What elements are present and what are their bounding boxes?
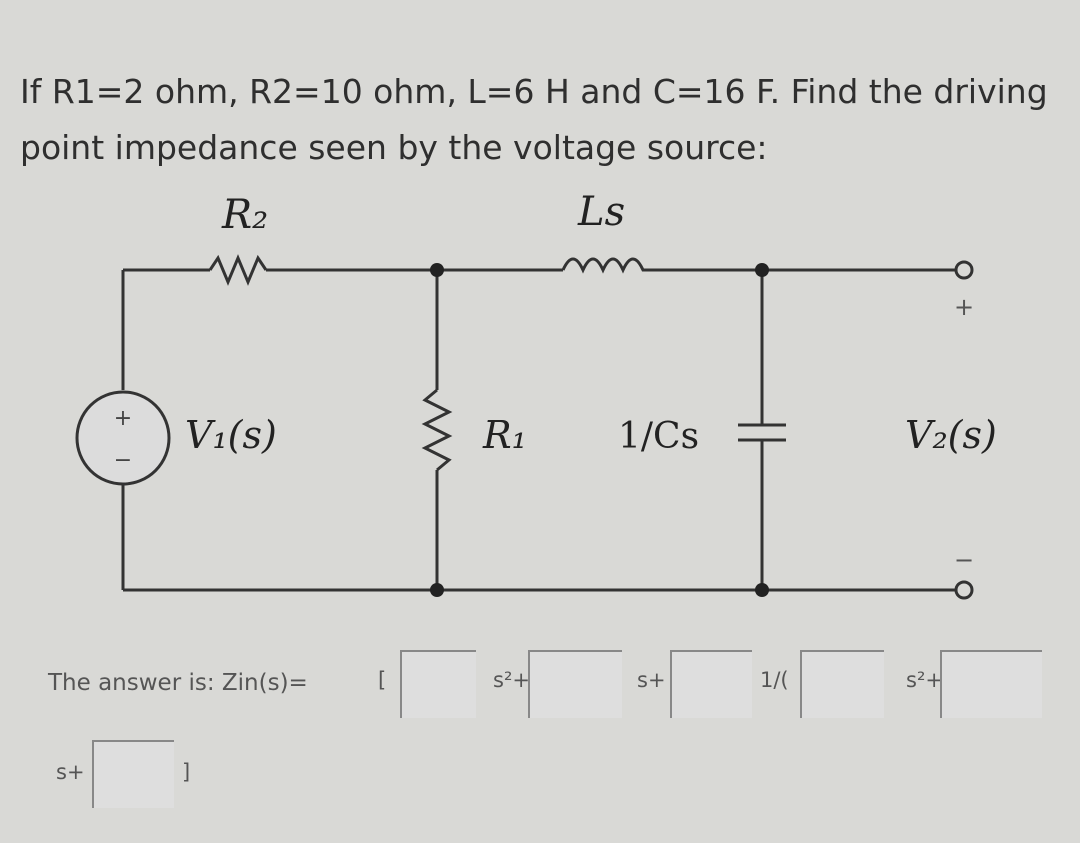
s2-plus-term-1: s²+ — [493, 668, 530, 692]
ls-inductor — [561, 257, 958, 274]
open-bracket: [ — [378, 668, 387, 692]
answer-field-2[interactable] — [528, 650, 622, 718]
v2-label: V₂(s) — [905, 413, 997, 457]
s-plus-term-2: s+ — [56, 760, 85, 784]
v1-label: V₁(s) — [185, 413, 277, 457]
answer-field-5[interactable] — [940, 650, 1042, 718]
answer-field-3[interactable] — [670, 650, 752, 718]
s-plus-term-1: s+ — [637, 668, 666, 692]
answer-label: The answer is: Zin(s)= — [48, 670, 308, 696]
one-over-term: 1/( — [760, 668, 789, 692]
voltage-source — [75, 390, 171, 486]
r2-label: R₂ — [221, 192, 268, 238]
output-terminal-top — [954, 260, 974, 280]
question-text: If R1=2 ohm, R2=10 ohm, L=6 H and C=16 F… — [20, 72, 1048, 167]
node-dot — [755, 263, 769, 277]
node-dot — [755, 583, 769, 597]
answer-field-6[interactable] — [92, 740, 174, 808]
close-bracket: ] — [182, 760, 191, 784]
node-dot — [430, 583, 444, 597]
source-plus: + — [114, 406, 132, 431]
answer-field-1[interactable] — [400, 650, 476, 718]
r1-resistor — [421, 388, 453, 472]
r2-resistor — [208, 254, 268, 286]
node-dot — [430, 263, 444, 277]
r1-label: R₁ — [482, 413, 527, 457]
output-minus: − — [954, 546, 974, 574]
source-minus: − — [114, 448, 132, 473]
answer-field-4[interactable] — [800, 650, 884, 718]
ls-label: Ls — [577, 189, 625, 235]
s2-plus-term-2: s²+ — [906, 668, 943, 692]
output-terminal-bottom — [954, 580, 974, 600]
cap-label: 1/Cs — [618, 416, 699, 457]
output-plus: + — [954, 293, 974, 321]
